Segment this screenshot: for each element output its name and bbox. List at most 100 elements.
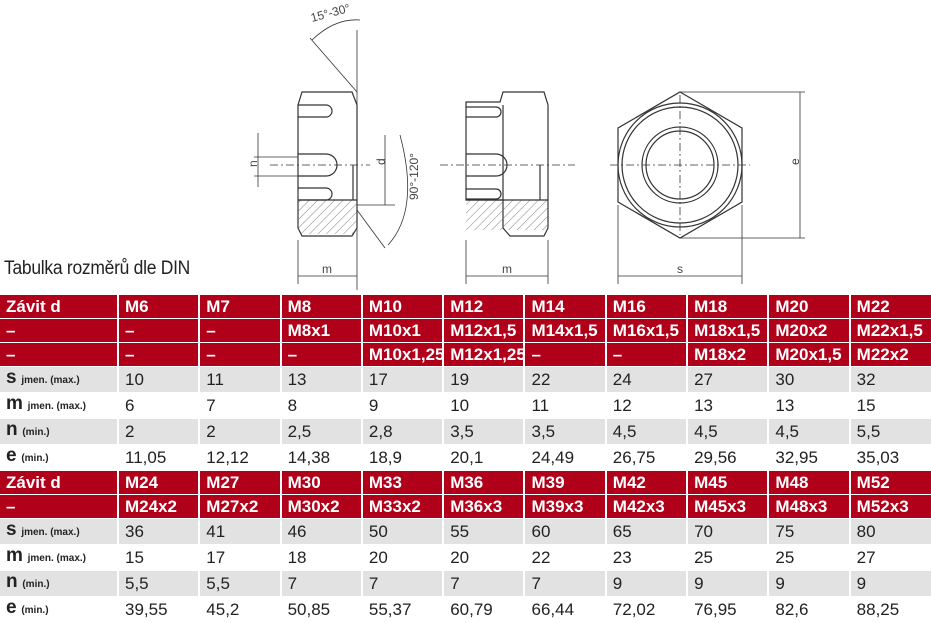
- value-cell: 12,12: [199, 444, 282, 471]
- value-cell: 17: [199, 544, 282, 571]
- value-cell: 5,5: [849, 418, 931, 445]
- header-cell: M24: [118, 470, 201, 495]
- row-label: e (min.): [0, 596, 119, 623]
- value-cell: 5,5: [199, 570, 282, 597]
- value-cell: 25: [768, 544, 851, 571]
- value-cell: 9: [768, 570, 851, 597]
- header-cell: M48: [768, 470, 851, 495]
- value-cell: 7: [361, 570, 445, 597]
- header-cell: M22x2: [849, 342, 931, 367]
- header-cell: M8: [280, 295, 363, 319]
- header-cell: M36: [443, 470, 526, 495]
- symbol-note: jmen. (max.): [27, 553, 86, 564]
- value-cell: 15: [118, 544, 201, 571]
- value-cell: 10: [443, 392, 526, 419]
- value-cell: 25: [687, 544, 770, 571]
- header-cell: M18: [687, 295, 770, 319]
- header-cell: M20x2: [768, 318, 851, 343]
- dim-m-label-2: m: [502, 262, 512, 276]
- header-cell: –: [0, 318, 119, 343]
- header-cell: –: [118, 342, 201, 367]
- value-cell: 45,2: [199, 596, 282, 623]
- value-cell: 88,25: [849, 596, 931, 623]
- value-cell: 30: [768, 366, 851, 393]
- value-cell: 22: [524, 544, 607, 571]
- header-cell: M45: [687, 470, 770, 495]
- header-cell: M45x3: [687, 494, 770, 519]
- header-cell: –: [524, 342, 607, 367]
- value-cell: 13: [687, 392, 770, 419]
- header-cell: M42x3: [605, 494, 689, 519]
- header-cell: M10: [361, 295, 445, 319]
- value-cell: 11: [524, 392, 607, 419]
- value-cell: 76,95: [687, 596, 770, 623]
- value-cell: 35,03: [849, 444, 931, 471]
- value-cell: 32,95: [768, 444, 851, 471]
- value-cell: 9: [849, 570, 931, 597]
- header-cell: M10x1,25: [361, 342, 445, 367]
- header-cell: M24x2: [118, 494, 201, 519]
- value-cell: 7: [199, 392, 282, 419]
- header-cell: M12x1,5: [443, 318, 526, 343]
- row-label: n (min.): [0, 570, 119, 597]
- header-cell: M18x1,5: [687, 318, 770, 343]
- value-cell: 27: [849, 544, 931, 571]
- header-cell: M30: [280, 470, 363, 495]
- header-cell: M33: [361, 470, 445, 495]
- value-cell: 9: [605, 570, 689, 597]
- header-cell: –: [605, 342, 689, 367]
- value-cell: 24,49: [524, 444, 607, 471]
- value-cell: 10: [118, 366, 201, 393]
- value-cell: 26,75: [605, 444, 689, 471]
- symbol: m: [6, 393, 23, 414]
- value-cell: 11,05: [118, 444, 201, 471]
- symbol-note: jmen. (max.): [21, 375, 80, 386]
- header-cell: M14x1,5: [524, 318, 607, 343]
- dim-s-label: s: [677, 262, 683, 276]
- symbol-note: (min.): [21, 605, 49, 616]
- header-cell: M27x2: [199, 494, 282, 519]
- header-cell: M7: [199, 295, 282, 319]
- dim-n-label: n: [246, 160, 260, 167]
- header-cell: M42: [605, 470, 689, 495]
- value-cell: 60: [524, 518, 607, 545]
- symbol: e: [6, 597, 17, 618]
- castle-nut-drawing: 15°-30° 90°-120° n d m m s e: [246, 1, 805, 290]
- value-cell: 9: [361, 392, 445, 419]
- value-cell: 17: [361, 366, 445, 393]
- header-cell: –: [118, 318, 201, 343]
- value-cell: 11: [199, 366, 282, 393]
- header-cell: M36x3: [443, 494, 526, 519]
- dim-m-label: m: [322, 262, 332, 276]
- value-cell: 14,38: [280, 444, 363, 471]
- value-cell: 4,5: [768, 418, 851, 445]
- header-cell: M6: [118, 295, 201, 319]
- value-cell: 23: [605, 544, 689, 571]
- symbol: n: [6, 419, 18, 440]
- nut-top-view: [610, 91, 805, 284]
- value-cell: 20,1: [443, 444, 526, 471]
- value-cell: 15: [849, 392, 931, 419]
- dim-d-label: d: [374, 158, 388, 165]
- header-cell: M10x1: [361, 318, 445, 343]
- value-cell: 82,6: [768, 596, 851, 623]
- header-cell: M14: [524, 295, 607, 319]
- symbol-note: jmen. (max.): [21, 527, 80, 538]
- value-cell: 36: [118, 518, 201, 545]
- header-cell: M39x3: [524, 494, 607, 519]
- value-cell: 70: [687, 518, 770, 545]
- symbol-note: (min.): [22, 427, 50, 438]
- symbol: e: [6, 445, 17, 466]
- header-cell: Závit d: [0, 295, 119, 319]
- header-cell: M20x1,5: [768, 342, 851, 367]
- symbol: s: [6, 519, 17, 540]
- row-label: m jmen. (max.): [0, 544, 119, 571]
- header-cell: Závit d: [0, 470, 119, 495]
- value-cell: 60,79: [443, 596, 526, 623]
